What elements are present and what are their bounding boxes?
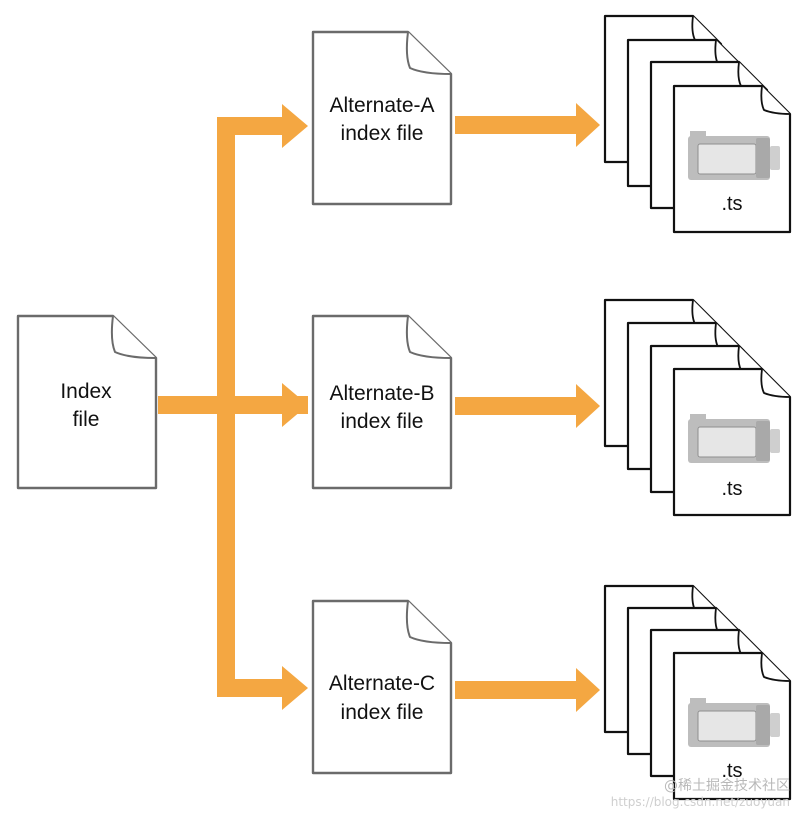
segment-b-label: .ts: [721, 478, 742, 500]
document-icon: [311, 30, 453, 206]
branch-b-arrowhead: [282, 383, 308, 427]
alternate-c-line1: Alternate-C: [329, 672, 435, 695]
alternate-a-line1: Alternate-A: [329, 94, 434, 117]
segment-c-label: .ts: [721, 760, 742, 782]
alternate-b-document: Alternate-B index file: [311, 314, 453, 490]
branch-c-arrowhead: [282, 666, 308, 710]
alternate-b-line1: Alternate-B: [329, 382, 434, 405]
branch-a-arrowhead: [282, 104, 308, 148]
alternate-a-out-arrow: [455, 103, 600, 147]
index-file-line2: file: [73, 408, 100, 431]
alternate-b-out-arrow: [455, 384, 600, 428]
watermark: @稀土掘金技术社区 https://blog.csdn.net/zuoyuan: [611, 778, 790, 809]
alternate-a-line2: index file: [341, 122, 424, 145]
segment-stack-a: .ts: [603, 14, 792, 234]
branch-a-bar: [217, 117, 283, 135]
index-branch-arrows: [158, 104, 308, 710]
camera-icon: [688, 414, 780, 463]
segment-stack-b: .ts: [603, 298, 792, 517]
alternate-b-line2: index file: [341, 410, 424, 433]
alternate-c-line2: index file: [341, 701, 424, 724]
watermark-url: https://blog.csdn.net/zuoyuan: [611, 795, 790, 809]
segment-a-label: .ts: [721, 193, 742, 215]
camera-icon: [688, 698, 780, 747]
camera-icon: [688, 131, 780, 180]
watermark-text: @稀土掘金技术社区: [664, 778, 790, 794]
alternate-c-document: Alternate-C index file: [311, 599, 453, 775]
index-file-line1: Index: [60, 380, 112, 403]
trunk-bar: [217, 117, 235, 697]
branch-c-bar: [217, 679, 283, 697]
segment-stack-c: .ts: [603, 584, 792, 801]
alternate-a-document: Alternate-A index file: [311, 30, 453, 206]
index-file-document: Index file: [16, 314, 158, 490]
alternate-c-out-arrow: [455, 668, 600, 712]
